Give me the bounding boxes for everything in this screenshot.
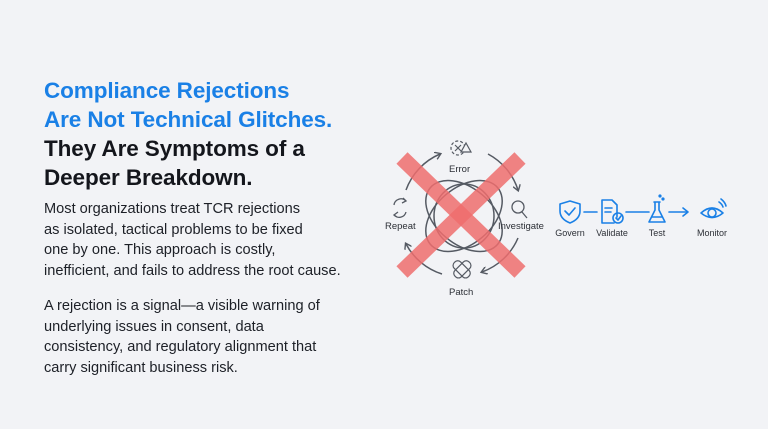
shield-check-icon bbox=[559, 200, 581, 224]
cycle-graphic bbox=[392, 140, 528, 279]
p1-line: as isolated, tactical problems to be fix… bbox=[44, 221, 303, 238]
cross-out-icon bbox=[396, 152, 526, 278]
p2-line: carry significant business risk. bbox=[44, 359, 238, 376]
headline-line-2: Are Not Technical Glitches. bbox=[44, 107, 333, 132]
p1-line: inefficient, and fails to address the ro… bbox=[44, 262, 341, 279]
flow-label-test: Test bbox=[648, 228, 666, 238]
flow-label-validate: Validate bbox=[596, 228, 628, 238]
headline-line-3: They Are Symptoms of a bbox=[44, 136, 305, 161]
document-check-icon bbox=[601, 199, 624, 224]
headline-line-4: Deeper Breakdown. bbox=[44, 165, 253, 190]
proactive-flow-diagram: Govern Validate Test Monitor bbox=[550, 190, 740, 245]
gear-error-icon bbox=[450, 140, 473, 156]
p1-line: one by one. This approach is costly, bbox=[44, 242, 276, 258]
p2-line: underlying issues in consent, data bbox=[44, 318, 264, 335]
broken-cycle-diagram: Error Investigate Patch Repeat bbox=[380, 130, 550, 305]
p2-line: A rejection is a signal—a visible warnin… bbox=[44, 298, 320, 314]
headline-line-1: Compliance Rejections bbox=[44, 78, 290, 103]
cycle-label-repeat: Repeat bbox=[385, 221, 416, 232]
magnifier-icon bbox=[511, 200, 528, 219]
flask-icon bbox=[648, 194, 666, 223]
p1-line: Most organizations treat TCR rejections bbox=[44, 201, 301, 217]
paragraph-1: Most organizations treat TCR rejections … bbox=[44, 199, 384, 281]
cycle-label-patch: Patch bbox=[449, 287, 474, 298]
paragraph-2: A rejection is a signal—a visible warnin… bbox=[44, 296, 384, 378]
cycle-label-investigate: Investigate bbox=[498, 221, 544, 232]
arrowhead bbox=[682, 207, 689, 217]
refresh-icon bbox=[392, 197, 408, 218]
headline: Compliance Rejections Are Not Technical … bbox=[44, 76, 384, 192]
bandage-icon bbox=[452, 260, 472, 279]
cycle-label-error: Error bbox=[449, 164, 471, 175]
eye-icon bbox=[700, 198, 727, 219]
headline-block: Compliance Rejections Are Not Technical … bbox=[44, 76, 384, 192]
flow-graphic bbox=[559, 194, 727, 224]
p2-line: consistency, and regulatory alignment th… bbox=[44, 339, 317, 355]
flow-label-monitor: Monitor bbox=[696, 228, 728, 238]
flow-label-govern: Govern bbox=[555, 228, 585, 238]
